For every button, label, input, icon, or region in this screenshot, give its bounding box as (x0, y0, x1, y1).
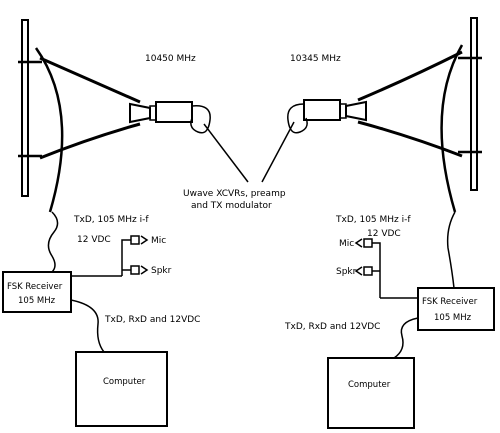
right-fsk-line2: 105 MHz (434, 313, 472, 323)
left-mic-jack (130, 235, 140, 245)
left-if-line1: TxD, 105 MHz i-f (73, 215, 149, 225)
left-transceiver (155, 101, 193, 123)
callout-leader-left (203, 123, 249, 183)
right-computer-box (327, 357, 415, 429)
right-mast (470, 17, 478, 191)
right-transceiver (303, 99, 341, 121)
left-frequency-label: 10450 MHz (145, 54, 196, 64)
right-mic-wire (372, 242, 381, 298)
right-xcvr-cable (287, 103, 308, 134)
right-spkr-label: Spkr (336, 267, 357, 277)
left-fsk-line1: FSK Receiver (7, 282, 63, 292)
left-feed-strut-bottom (39, 122, 141, 160)
right-feed-horn (345, 100, 367, 122)
left-mic-wire (121, 239, 131, 276)
left-spkr-label: Spkr (151, 266, 172, 276)
left-mast (21, 19, 29, 197)
right-if-line1: TxD, 105 MHz i-f (335, 215, 411, 225)
right-data-line: TxD, RxD and 12VDC (284, 322, 380, 332)
right-mic-jack (363, 238, 373, 248)
right-computer-cable (393, 317, 419, 359)
right-cabling (327, 211, 495, 429)
right-spkr-jack (363, 266, 373, 276)
callout-line2: and TX modulator (191, 201, 272, 211)
left-computer-label: Computer (103, 377, 146, 387)
left-spkr-icon (140, 265, 149, 275)
left-if-cable (47, 211, 59, 273)
left-mic-icon (140, 235, 149, 245)
left-computer-box (75, 351, 168, 427)
callout-leader-right (261, 121, 295, 183)
left-mic-label: Mic (151, 236, 166, 246)
left-if-line2: 12 VDC (77, 235, 111, 245)
right-mic-icon (354, 238, 363, 248)
left-fsk-line2: 105 MHz (18, 296, 56, 306)
right-spkr-icon (354, 266, 363, 276)
left-fsk-receiver-box (2, 271, 72, 313)
left-computer-cable (70, 299, 105, 353)
left-dish-reflector (34, 47, 64, 213)
callout-line1: Uwave XCVRs, preamp (183, 189, 286, 199)
left-dish (18, 19, 211, 213)
left-feed-horn (129, 102, 151, 124)
right-computer-label: Computer (348, 380, 391, 390)
right-if-line2: 12 VDC (367, 229, 401, 239)
right-dish (287, 17, 482, 213)
left-feed-strut-top (39, 56, 141, 104)
left-data-line: TxD, RxD and 12VDC (104, 315, 200, 325)
right-mic-label: Mic (339, 239, 354, 249)
right-frequency-label: 10345 MHz (290, 54, 341, 64)
left-cabling (2, 211, 168, 427)
right-dish-reflector (440, 44, 464, 213)
left-xcvr-cable (190, 105, 211, 134)
right-fsk-receiver-box (417, 287, 495, 331)
right-feed-strut-top (357, 50, 463, 102)
right-feed-strut-bottom (357, 120, 463, 158)
right-if-cable (446, 211, 456, 289)
right-fsk-line1: FSK Receiver (422, 297, 478, 307)
left-spkr-jack (130, 265, 140, 275)
